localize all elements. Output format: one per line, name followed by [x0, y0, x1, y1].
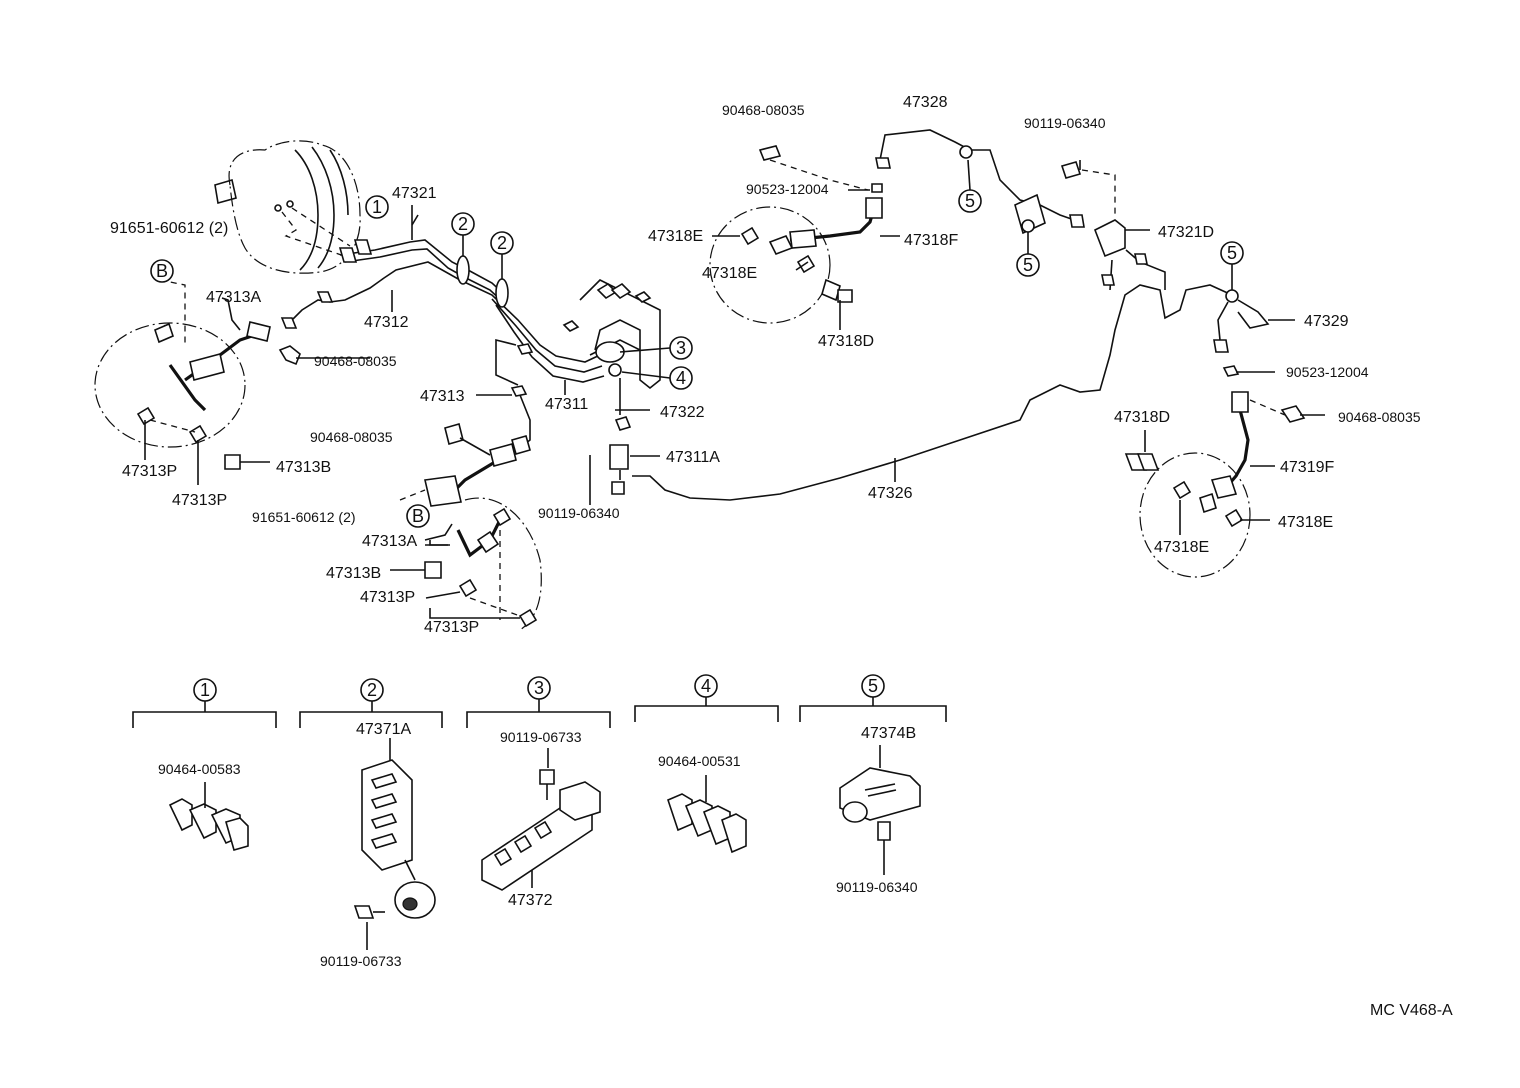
ref-marker-b-bottom: B: [412, 506, 424, 526]
label-47313B-bot: 47313B: [326, 565, 381, 582]
detail-4-marker: 4: [701, 676, 711, 696]
label-90468-08035-a: 90468-08035: [314, 353, 397, 369]
ref-marker-4: 4: [676, 368, 686, 388]
label-47313B-top: 47313B: [276, 459, 331, 476]
label-47318E-b: 47318E: [702, 265, 757, 282]
label-47313P-b1: 47313P: [360, 589, 415, 606]
label-90119-06733-b: 90119-06733: [320, 953, 402, 969]
label-47319F: 47319F: [1280, 459, 1334, 476]
label-47321: 47321: [392, 185, 437, 202]
ref-marker-2b: 2: [497, 233, 507, 253]
label-47322: 47322: [660, 404, 705, 421]
label-90468-08035-c: 90468-08035: [722, 102, 805, 118]
label-47318E-c: 47318E: [1278, 514, 1333, 531]
ref-marker-5a: 5: [965, 191, 975, 211]
ref-marker-5c: 5: [1227, 243, 1237, 263]
label-91651-60612-top: 91651-60612 (2): [110, 220, 228, 237]
label-47313A-top: 47313A: [206, 289, 261, 306]
label-90468-08035-b: 90468-08035: [310, 429, 393, 445]
label-47313P-l1: 47313P: [122, 463, 177, 480]
label-47318D-b: 47318D: [1114, 409, 1170, 426]
label-47318E-d: 47318E: [1154, 539, 1209, 556]
label-47311A: 47311A: [666, 449, 720, 466]
brake-tubes-left-cluster: [289, 205, 661, 495]
detail-5-marker: 5: [868, 676, 878, 696]
front-right-hose-area: [390, 423, 542, 631]
label-47313P-l2: 47313P: [172, 492, 227, 509]
ref-marker-1: 1: [372, 197, 382, 217]
label-47318E-a: 47318E: [648, 228, 703, 245]
label-90523-12004-a: 90523-12004: [746, 181, 829, 197]
ref-marker-b-top: B: [156, 261, 168, 281]
label-47372: 47372: [508, 892, 553, 909]
ref-marker-3: 3: [676, 338, 686, 358]
detail-group-3: 3: [466, 676, 611, 891]
detail-group-4: 4: [634, 674, 779, 854]
label-47321D: 47321D: [1158, 224, 1214, 241]
label-47313A-bot: 47313A: [362, 533, 417, 550]
rear-right-hose-area: [1124, 289, 1306, 578]
label-90119-06340-c: 90119-06340: [836, 879, 918, 895]
label-90523-12004-b: 90523-12004: [1286, 364, 1369, 380]
label-47318F: 47318F: [904, 232, 958, 249]
detail-group-1: 1: [132, 678, 277, 851]
label-47374B: 47374B: [861, 725, 916, 742]
label-47329: 47329: [1304, 313, 1349, 330]
rear-left-hose-area: [709, 145, 883, 324]
front-left-hose-area: [94, 239, 373, 485]
label-47328: 47328: [903, 94, 948, 111]
detail-1-marker: 1: [200, 680, 210, 700]
footer-diagram-code: MC V468-A: [1370, 1002, 1453, 1019]
leader-lines: [221, 160, 1325, 619]
ref-marker-5b: 5: [1023, 255, 1033, 275]
detail-2-marker: 2: [367, 680, 377, 700]
label-47313: 47313: [420, 388, 465, 405]
label-47326: 47326: [868, 485, 913, 502]
label-47313P-b2: 47313P: [424, 619, 479, 636]
line-47328: [875, 129, 1148, 286]
label-47371A: 47371A: [356, 721, 411, 738]
label-90464-00583: 90464-00583: [158, 761, 241, 777]
label-90464-00531: 90464-00531: [658, 753, 741, 769]
label-90119-06340-a: 90119-06340: [538, 505, 620, 521]
label-47312: 47312: [364, 314, 409, 331]
label-47318D-a: 47318D: [818, 333, 874, 350]
detail-3-marker: 3: [534, 678, 544, 698]
label-90468-08035-d: 90468-08035: [1338, 409, 1421, 425]
label-90119-06340-b: 90119-06340: [1024, 115, 1106, 131]
label-91651-60612-bot: 91651-60612 (2): [252, 509, 356, 525]
part-number-labels: 91651-60612 (2) 47313A 47321 47312 90468…: [110, 94, 1453, 1019]
ref-marker-2a: 2: [458, 214, 468, 234]
detail-group-5: 5: [799, 674, 947, 875]
label-47311: 47311: [545, 396, 588, 413]
reference-markers: 1 2 2 3 4 5 5 5 B B: [150, 159, 1244, 528]
detail-group-2: 2: [299, 678, 443, 950]
label-90119-06733-a: 90119-06733: [500, 729, 582, 745]
brake-booster-outline: [214, 140, 361, 274]
